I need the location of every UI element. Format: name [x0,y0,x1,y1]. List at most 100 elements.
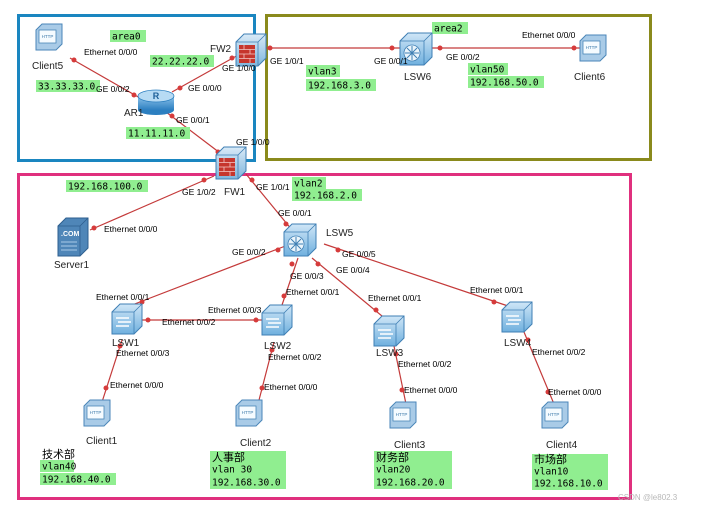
port-label: Ethernet 0/0/1 [470,285,524,295]
department-name: 市场部 [534,452,567,466]
fw1-firewall-icon[interactable] [215,146,247,180]
port-label: GE 0/0/1 [278,208,312,218]
link-ar1-fw2 [171,53,241,93]
tag-vlan50: vlan50 [470,65,505,76]
lsw4-switch-icon[interactable] [501,301,533,333]
area2-box [265,14,652,161]
server1-badge: .COM [61,231,79,238]
server1-icon[interactable]: .COM [57,217,89,257]
ar1-router-icon[interactable]: R [137,89,175,115]
department-net: 192.168.40.0 [42,475,111,486]
port-label: GE 0/0/0 [188,83,222,93]
port-label: GE 0/0/2 [446,52,480,62]
lsw3-switch-icon[interactable] [373,315,405,347]
port-label: GE 0/0/2 [96,84,130,94]
port-label: GE 1/0/2 [182,187,216,197]
port-label: Ethernet 0/0/1 [96,292,150,302]
link-fw1-lsw5 [245,173,293,231]
department-vlan: vlan 30 [212,465,252,476]
lsw1-switch-icon[interactable] [111,303,143,335]
lsw1-label: LSW1 [112,338,140,349]
port-label: GE 1/0/0 [236,137,270,147]
server1-label: Server1 [54,260,89,271]
link-fw1-server1 [89,175,215,231]
client6-label: Client6 [574,72,606,83]
tag-bg-vlan3 [306,65,340,77]
port-label: Ethernet 0/0/0 [104,224,158,234]
department-vlan: vlan40 [42,462,77,473]
tag-bg-net50 [468,76,544,88]
tag-22: 22.22.22.0 [152,57,209,68]
department-net: 192.168.10.0 [534,479,603,490]
lsw2-switch-icon[interactable] [261,304,293,336]
tag-11: 11.11.11.0 [128,129,185,140]
fw2-label: FW2 [210,44,232,55]
department-vlan: vlan10 [534,467,569,478]
fw2-firewall-icon[interactable] [235,33,267,67]
client1-pc-icon[interactable] [83,399,111,427]
area0-label: area0 [112,32,141,43]
department-name: 人事部 [212,450,245,464]
port-label: Ethernet 0/0/0 [264,382,318,392]
client2-pc-icon[interactable] [235,399,263,427]
tag-bg-net100 [66,180,148,192]
port-label: GE 0/0/2 [232,247,266,257]
client5-label: Client5 [32,61,64,72]
client4-label: Client4 [546,440,578,451]
client5-pc-icon[interactable] [35,23,63,51]
port-label: GE 0/0/5 [342,249,376,259]
department-net: 192.168.20.0 [376,478,445,489]
area0-box [17,14,256,162]
tag-net2: 192.168.2.0 [294,191,357,202]
port-labels: Ethernet 0/0/0 GE 0/0/2 GE 0/0/0 GE 0/0/… [84,30,602,397]
client1-label: Client1 [86,436,118,447]
client2-label: Client2 [240,438,272,449]
link-client5-ar1 [69,57,141,99]
port-label: Ethernet 0/0/2 [268,352,322,362]
port-label: GE 0/0/4 [336,265,370,275]
area2-tag-bg [432,22,468,34]
department-block-1: 技术部 vlan40 192.168.40.0 [40,447,116,486]
link-lsw1-client1 [101,339,123,403]
port-label: Ethernet 0/0/2 [532,347,586,357]
lsw2-label: LSW2 [264,341,292,352]
port-label: GE 0/0/3 [290,271,324,281]
department-net: 192.168.30.0 [212,478,281,489]
client4-pc-icon[interactable] [541,401,569,429]
department-block-2: 人事部 vlan 30 192.168.30.0 [210,450,286,489]
watermark: CSDN @le802.3 [618,493,678,502]
tag-bg-net3 [306,79,376,91]
links [69,47,580,405]
port-dots [71,45,577,395]
tag-vlan3: vlan3 [308,67,337,78]
link-lsw5-lsw3 [311,257,383,317]
lsw5-label: LSW5 [326,228,354,239]
svg-text:R: R [153,91,160,101]
port-label: GE 1/0/1 [256,182,290,192]
department-name: 技术部 [42,447,75,461]
port-label: Ethernet 0/0/0 [110,380,164,390]
tag-net100: 192.168.100.0 [68,182,143,193]
tag-vlan2: vlan2 [294,179,323,190]
tag-bg-22 [150,55,214,67]
lsw3-label: LSW3 [376,348,404,359]
port-label: Ethernet 0/0/2 [398,359,452,369]
client3-pc-icon[interactable] [389,401,417,429]
client6-pc-icon[interactable] [579,34,607,62]
lan-box [17,173,632,500]
lsw4-label: LSW4 [504,338,532,349]
tag-net50: 192.168.50.0 [470,78,539,89]
port-label: Ethernet 0/0/1 [368,293,422,303]
port-label: Ethernet 0/0/0 [84,47,138,57]
lsw6-label: LSW6 [404,72,432,83]
port-label: GE 1/0/1 [270,56,304,66]
tag-bg-11 [126,127,190,139]
port-label: Ethernet 0/0/0 [404,385,458,395]
lsw5-switch-icon[interactable] [283,223,317,257]
department-name: 财务部 [376,450,409,464]
port-label: Ethernet 0/0/0 [548,387,602,397]
department-vlan: vlan20 [376,465,411,476]
port-label: Ethernet 0/0/2 [162,317,216,327]
tag-33: 33.33.33.0 [38,82,95,93]
